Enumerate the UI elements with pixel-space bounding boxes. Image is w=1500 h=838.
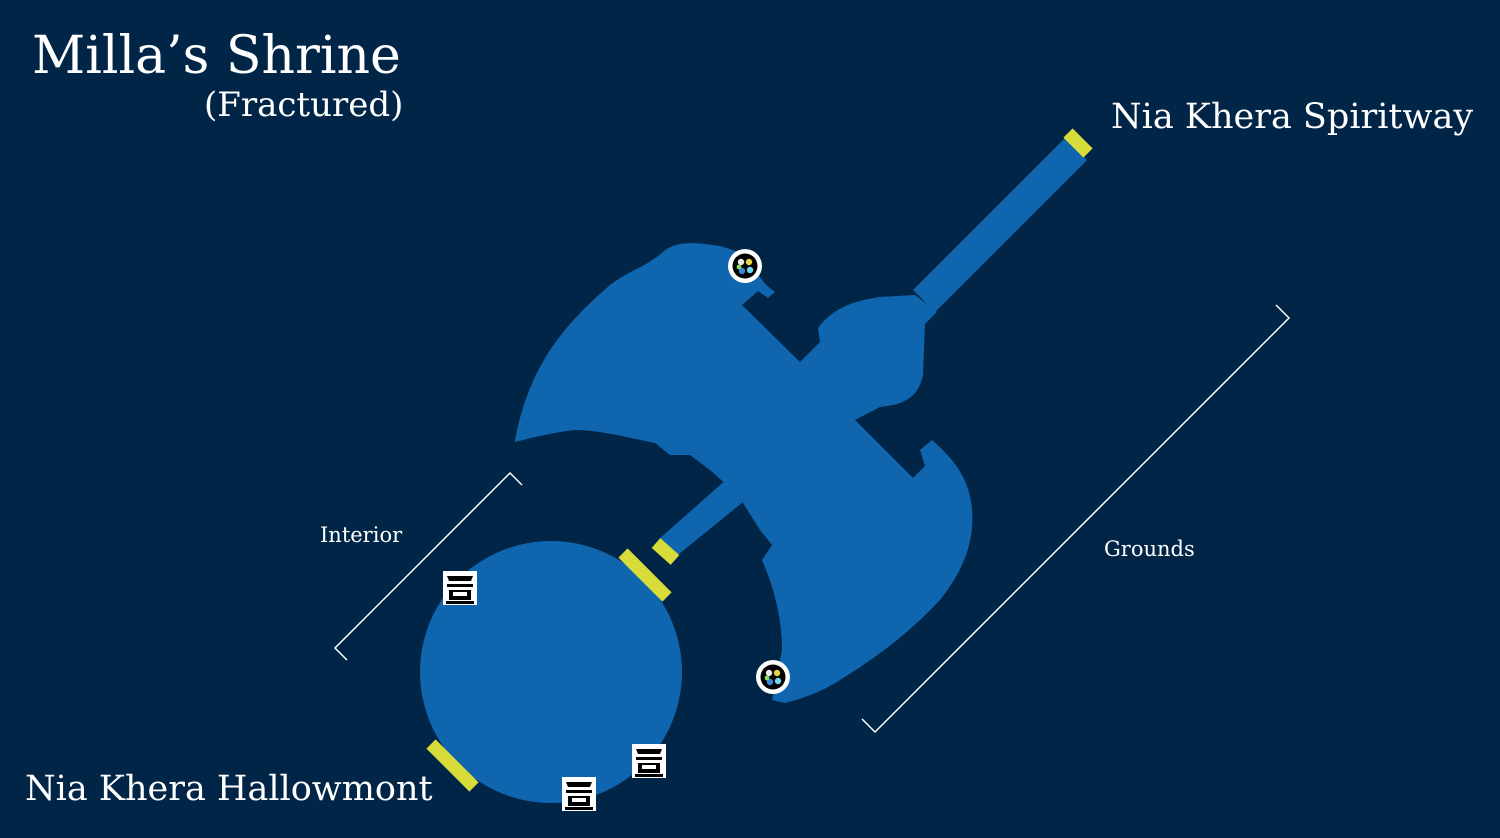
chest-icon[interactable] [632, 744, 666, 778]
door-hallowmont[interactable] [426, 739, 479, 792]
map-subtitle: (Fractured) [204, 85, 404, 125]
chest-icon[interactable] [562, 777, 596, 811]
chest-icon[interactable] [443, 571, 477, 605]
orb-icon[interactable] [756, 660, 790, 694]
exit-label-hallowmont[interactable]: Nia Khera Hallowmont [25, 769, 433, 809]
doors [426, 128, 1093, 792]
grounds-floor [515, 243, 973, 704]
interior-bracket [333, 471, 523, 661]
grounds-bracket [861, 304, 1291, 734]
interior-chamber [420, 541, 682, 803]
region-brackets [333, 304, 1291, 734]
door-corridor-end[interactable] [651, 538, 680, 565]
door-interior-ne[interactable] [618, 548, 672, 602]
region-label-grounds: Grounds [1104, 537, 1195, 561]
door-spiritway[interactable] [1063, 128, 1093, 158]
map-title: Milla’s Shrine [32, 26, 401, 86]
region-label-interior: Interior [320, 523, 403, 547]
spiritway-corridor [913, 138, 1087, 312]
orb-icon[interactable] [728, 249, 762, 283]
interior-corridor [658, 478, 748, 558]
floor-area [420, 138, 1087, 803]
exit-label-spiritway[interactable]: Nia Khera Spiritway [1111, 97, 1474, 137]
